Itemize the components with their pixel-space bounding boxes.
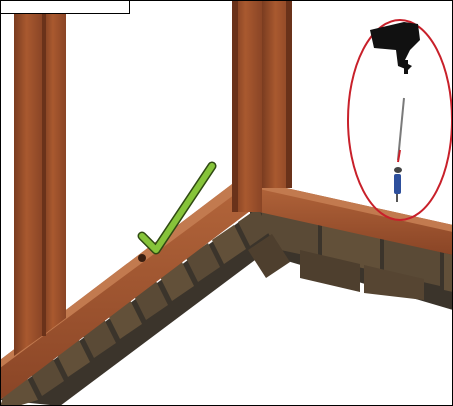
screw-icon [394,98,404,202]
middle-post [42,0,66,336]
screw-hole [138,254,146,262]
step-label-box [0,0,130,14]
tool-callout [348,20,452,220]
corner-post [232,0,262,212]
right-post [262,0,292,188]
left-post [14,0,42,356]
drill-icon [370,22,420,74]
